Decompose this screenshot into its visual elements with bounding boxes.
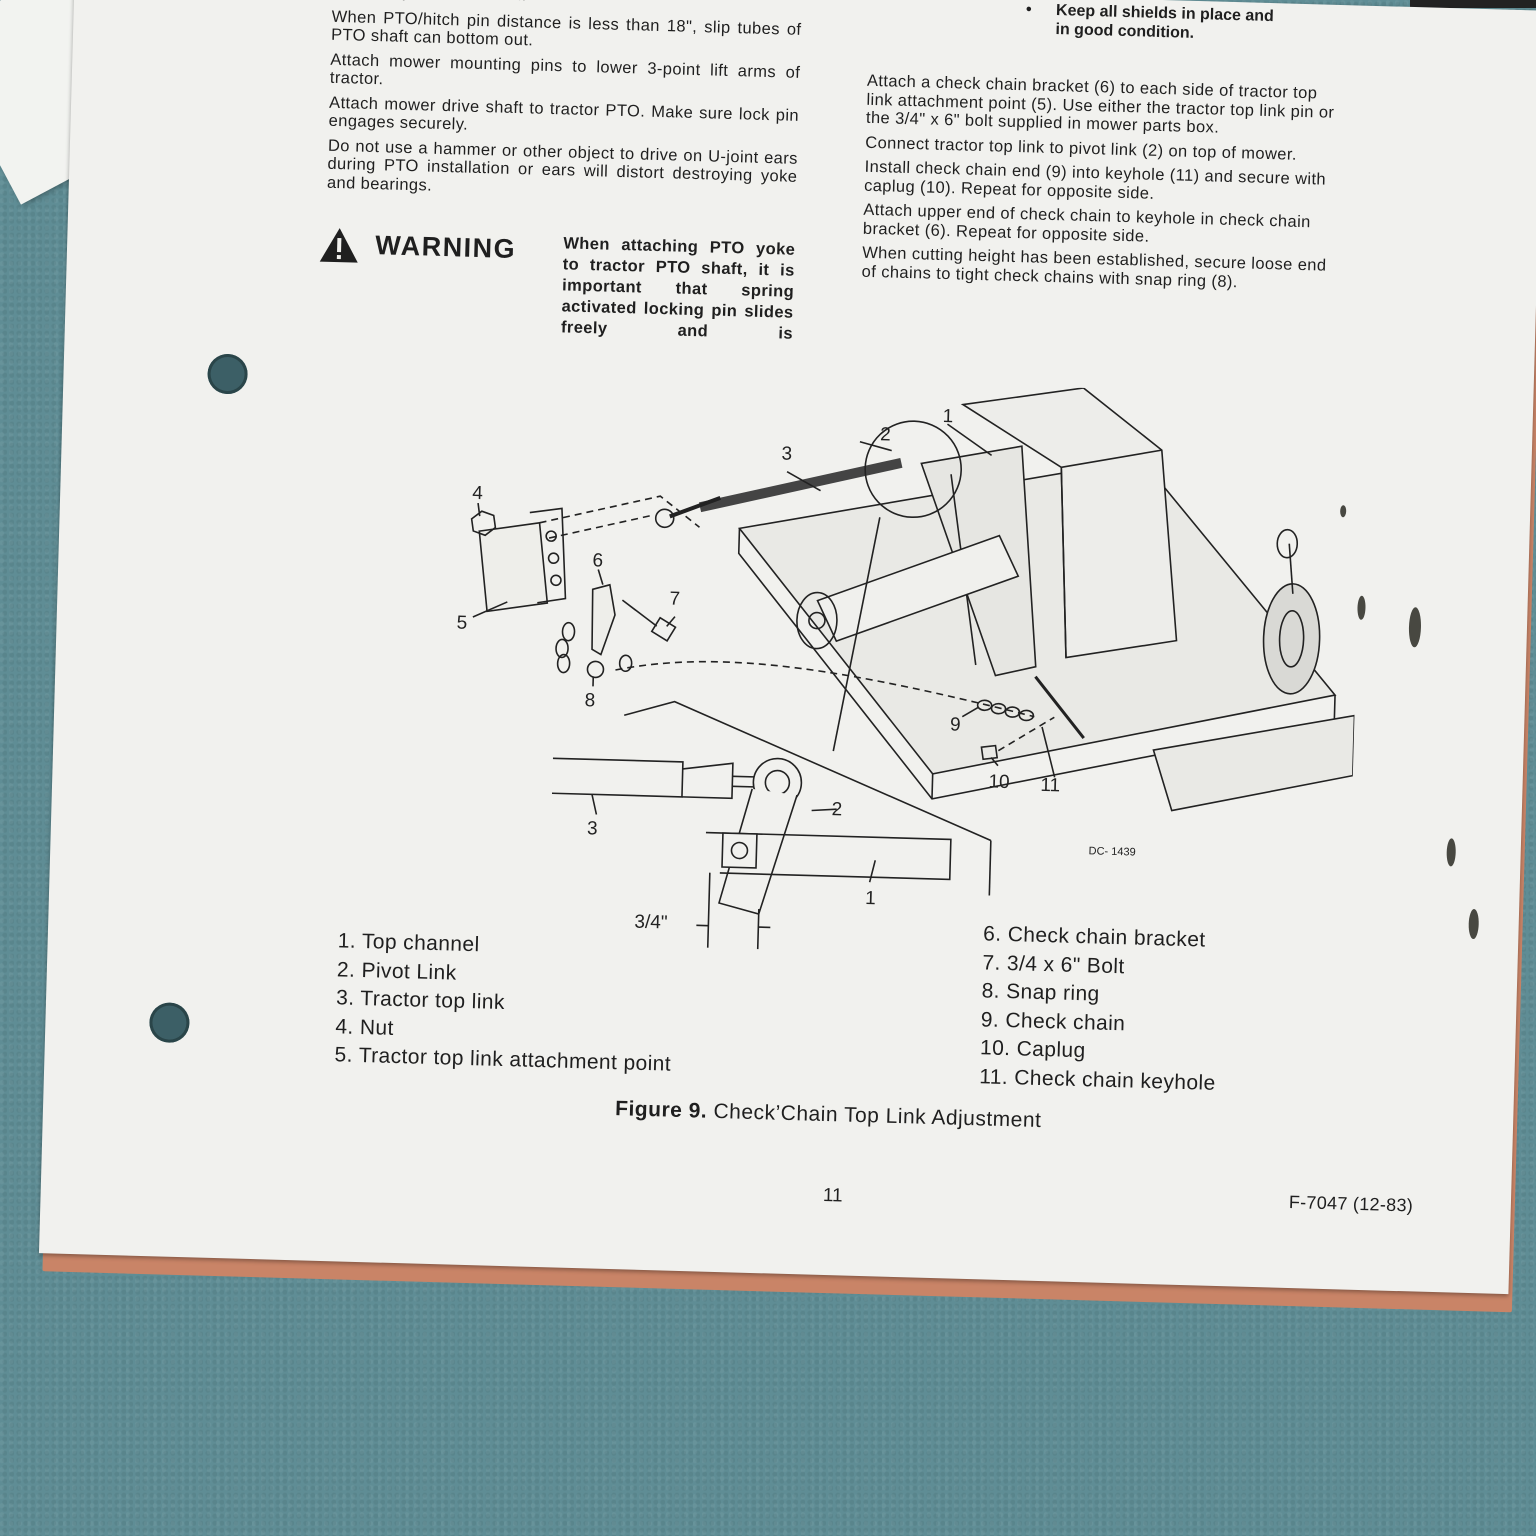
- stain-mark: [1357, 595, 1366, 620]
- diagram-label-6: 6: [592, 550, 603, 571]
- diagram-label-3: 3: [781, 444, 792, 465]
- figure-caption-text: Check’Chain Top Link Adjustment: [713, 1099, 1042, 1133]
- inset-label-3: 3: [587, 818, 598, 839]
- right-paragraph-4: Attach upper end of check chain to keyho…: [862, 200, 1311, 246]
- diagram-label-5: 5: [456, 613, 467, 634]
- warning-block: WARNING When attaching PTO yoke to tract…: [317, 227, 800, 350]
- diagram-label-11: 11: [1040, 775, 1060, 797]
- bullet-dot: •: [1025, 1, 1032, 19]
- warning-triangle-icon: [319, 228, 358, 263]
- diagram-label-1: 1: [942, 406, 953, 427]
- left-paragraph-4: Do not use a hammer or other object to d…: [326, 136, 799, 195]
- right-instructions: Attach a check chain bracket (6) to each…: [861, 72, 1337, 300]
- warning-title: WARNING: [374, 230, 517, 265]
- legend-right: 6. Check chain bracket 7. 3/4 x 6" Bolt …: [979, 920, 1220, 1098]
- stain-mark: [1468, 908, 1480, 940]
- left-paragraph-3: Attach mower drive shaft to tractor PTO.…: [328, 93, 800, 134]
- dimension-label: 3/4": [634, 912, 668, 934]
- right-paragraph-1: Attach a check chain bracket (6) to each…: [865, 71, 1335, 137]
- left-paragraph-1: When PTO/hitch pin distance is less than…: [330, 7, 802, 50]
- stain-mark: [1408, 607, 1422, 648]
- warning-text: When attaching PTO yoke to tractor PTO s…: [560, 234, 796, 343]
- diagram-label-2: 2: [880, 424, 891, 445]
- diagram-label-9: 9: [950, 714, 961, 735]
- form-number: F-7047 (12-83): [1288, 1191, 1414, 1216]
- legend-item-11: 11. Check chain keyhole: [978, 1064, 1216, 1095]
- binder-hole-top: [207, 353, 249, 395]
- manual-page: when they are horizontal. When PTO/hitch…: [38, 0, 1536, 1295]
- check-chain-diagram: 1 2 3 4 5 6 7 8 9 10 11 3 2 1 3/4": [456, 387, 1356, 955]
- diagram-label-8: 8: [584, 690, 595, 711]
- legend-left: 1. Top channel 2. Pivot Link 3. Tractor …: [334, 927, 674, 1079]
- figure-caption: Figure 9. Check’Chain Top Link Adjustmen…: [615, 1097, 1042, 1133]
- bullet-text: Keep all shields in place and in good co…: [1055, 2, 1275, 42]
- left-instructions: when they are horizontal. When PTO/hitch…: [327, 0, 803, 211]
- manual-page-stack: when they are horizontal. When PTO/hitch…: [38, 0, 1536, 1313]
- stain-mark: [1446, 838, 1457, 867]
- left-paragraph-2: Attach mower mounting pins to lower 3-po…: [329, 50, 801, 89]
- diagram-label-7: 7: [669, 588, 680, 609]
- figure-caption-label: Figure 9.: [614, 1097, 708, 1123]
- binder-hole-bottom: [148, 1002, 190, 1044]
- shield-bullet: • Keep all shields in place and in good …: [1026, 1, 1276, 45]
- diagram-label-10: 10: [988, 771, 1010, 793]
- right-paragraph-3: Install check chain end (9) into keyhole…: [863, 157, 1327, 203]
- inset-label-1: 1: [865, 888, 876, 909]
- diagram-label-4: 4: [472, 483, 484, 504]
- right-paragraph-5: When cutting height has been established…: [861, 243, 1327, 291]
- drawing-code: DC- 1439: [1088, 845, 1136, 859]
- page-number: 11: [822, 1184, 843, 1207]
- inset-label-2: 2: [831, 799, 842, 820]
- background-dark-strip: [1410, 0, 1536, 8]
